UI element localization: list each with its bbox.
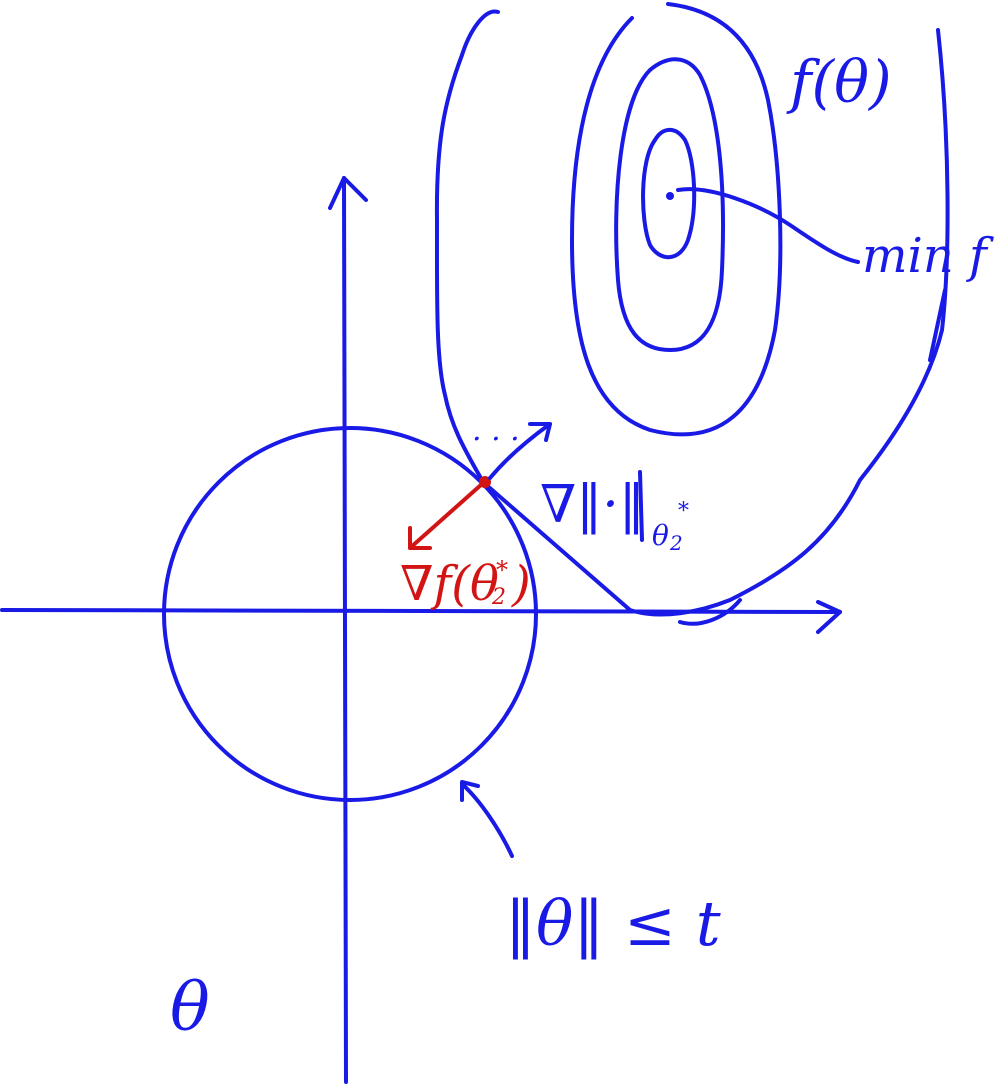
x-axis-arrowhead [816, 600, 842, 634]
axes [0, 176, 842, 1084]
y-axis [342, 176, 348, 1084]
outermost-tick [928, 288, 947, 362]
gradient-f-close: ) [511, 556, 531, 612]
x-axis [0, 608, 842, 614]
gradient-f-arrowhead [408, 526, 432, 550]
minimum-point [666, 192, 674, 200]
constraint-pointer [460, 782, 514, 858]
contour-outermost [434, 9, 950, 617]
dots-label: . . . [472, 413, 520, 448]
constraint-label: ‖θ‖ ≤ t [505, 887, 721, 960]
gradient-norm-sub: θ [652, 519, 669, 552]
constraint-circle [162, 426, 538, 802]
gradient-f-subscript: 2 [491, 585, 506, 610]
gradient-f-arrow [408, 482, 484, 550]
variable-label: θ [170, 969, 210, 1046]
gradient-norm-arrow [488, 422, 552, 480]
gradient-norm-evalbar [638, 470, 644, 542]
objective-label: f(θ) [786, 48, 892, 116]
minimum-label: min f [862, 228, 994, 284]
gradient-norm-label: ∇‖·‖ [540, 475, 645, 535]
gradient-norm-sup: * [678, 499, 689, 524]
minimum-pointer [676, 187, 860, 264]
gradient-norm-arrowhead [528, 422, 552, 442]
outermost-tail [678, 598, 742, 626]
gradient-norm-subscript: 2 [669, 531, 683, 555]
contours [434, 2, 950, 626]
gradient-f-label: ∇f(θ [400, 556, 499, 612]
contour-outer [570, 2, 783, 437]
y-axis-arrowhead [328, 176, 368, 210]
gradient-f-sup: * [496, 556, 508, 584]
contour-inner [641, 127, 697, 260]
contour-middle [614, 57, 725, 352]
constraint-pointer-arrowhead [460, 780, 480, 802]
